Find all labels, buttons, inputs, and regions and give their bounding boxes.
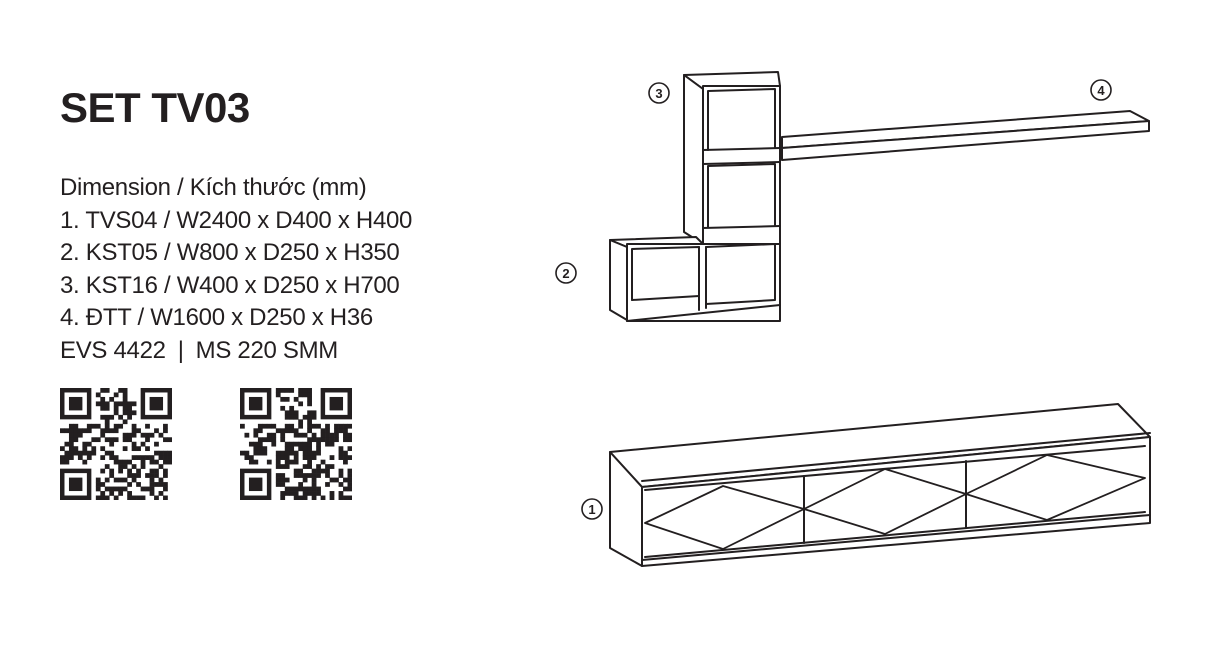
callout-4-label: 4 [1097, 83, 1105, 98]
spec-item-4: 4. ĐTT / W1600 x D250 x H36 [60, 304, 373, 331]
product-codes: EVS 4422 | MS 220 SMM [60, 335, 412, 368]
callout-1: 1 [581, 498, 603, 520]
code-left: EVS 4422 [60, 336, 166, 364]
qr-code-icon [60, 388, 172, 500]
tv-cabinet [609, 403, 1151, 567]
specs-heading: Dimension / Kích thước (mm) [60, 174, 367, 201]
spec-item-2: 2. KST05 / W800 x D250 x H350 [60, 239, 400, 266]
callout-2: 2 [555, 262, 577, 284]
product-title: SET TV03 [60, 84, 250, 131]
dimension-specs: Dimension / Kích thước (mm) 1. TVS04 / W… [60, 172, 412, 367]
callout-4: 4 [1090, 79, 1112, 101]
qr-code-icon [240, 388, 352, 500]
callout-1-label: 1 [588, 502, 595, 517]
code-right: MS 220 SMM [195, 336, 339, 364]
callout-2-label: 2 [562, 266, 569, 281]
callout-3-label: 3 [655, 86, 662, 101]
floating-shelf [781, 110, 1150, 161]
spec-item-1: 1. TVS04 / W2400 x D400 x H400 [60, 206, 413, 234]
spec-item-3: 3. KST16 / W400 x D250 x H700 [60, 271, 400, 299]
tall-bookshelf [683, 71, 781, 247]
cube-shelf [609, 236, 781, 322]
code-separator: | [177, 336, 184, 364]
callout-3: 3 [648, 82, 670, 104]
